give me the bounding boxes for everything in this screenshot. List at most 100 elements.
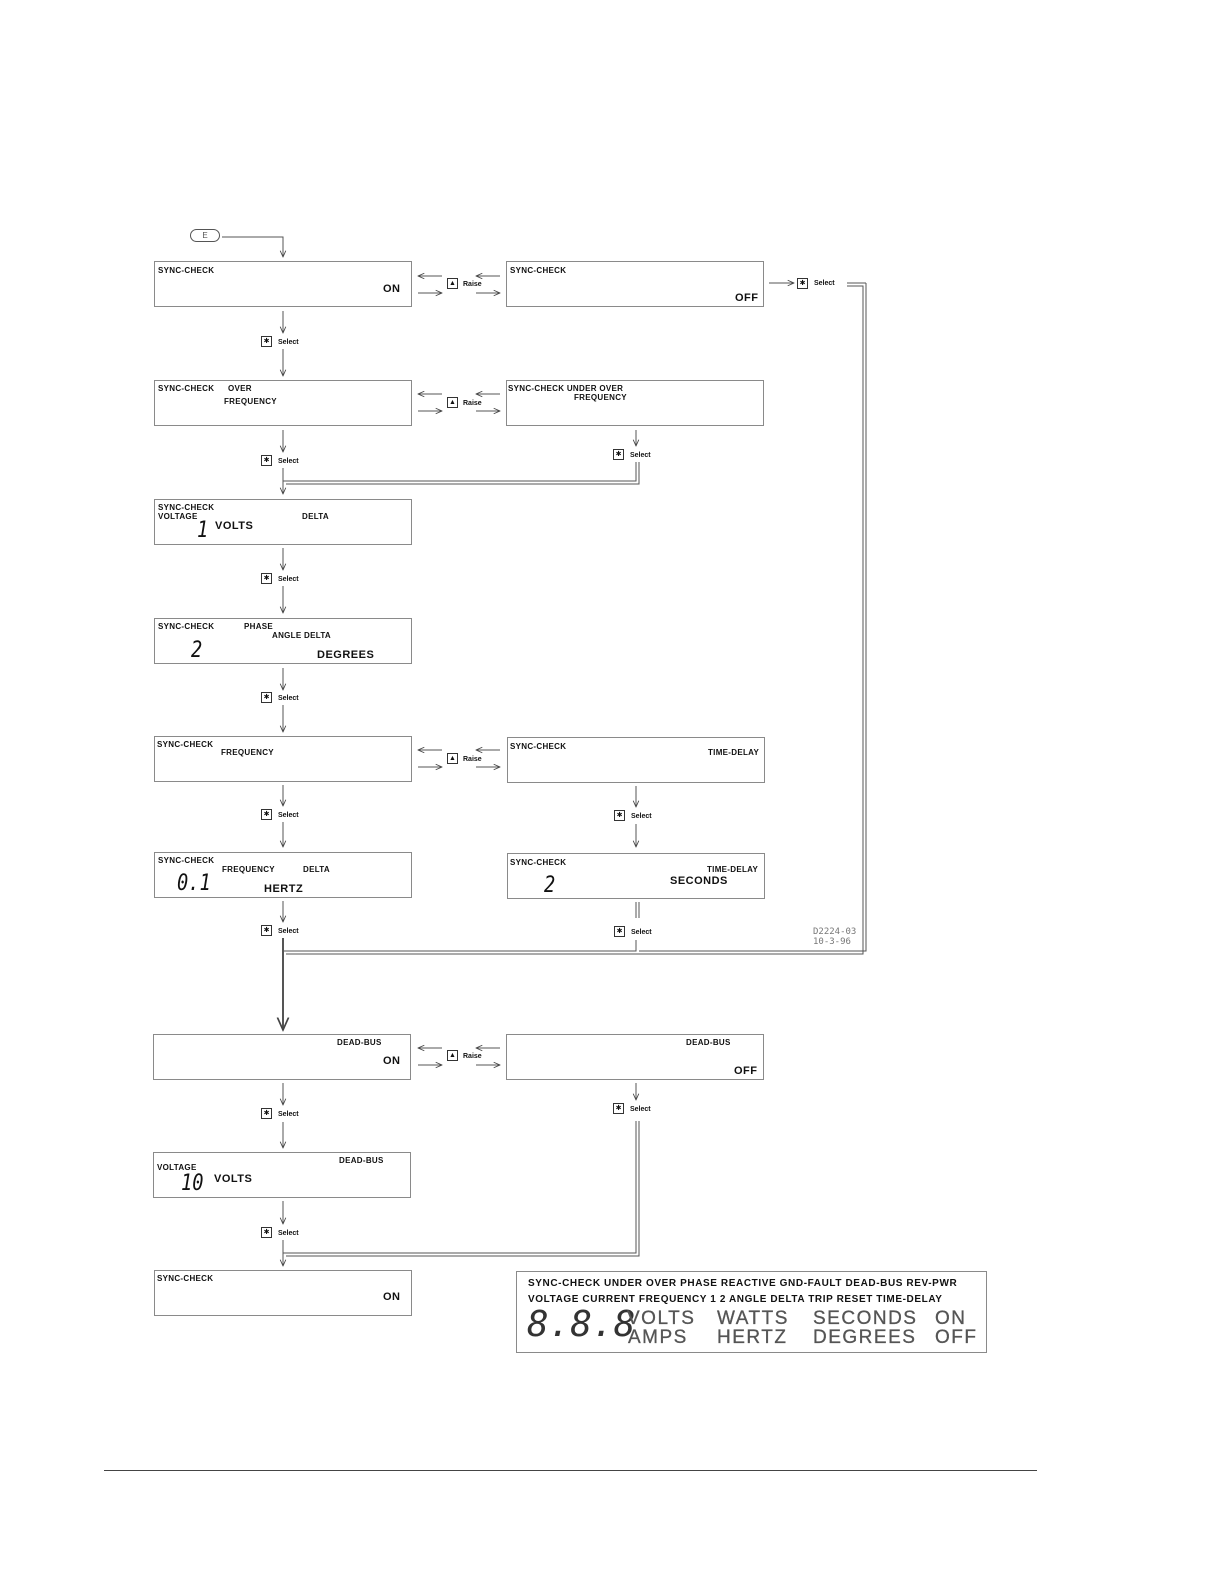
- legend-on: ON: [935, 1308, 967, 1329]
- display-voltage-delta: SYNC-CHECK VOLTAGE DELTA 1 VOLTS: [154, 499, 412, 545]
- display-line1: SYNC-CHECK UNDER OVER: [508, 384, 624, 393]
- display-syncheck-on: SYNC-CHECK ON: [154, 261, 412, 307]
- select-label: Select: [278, 812, 299, 819]
- legend-row1: SYNC-CHECK UNDER OVER PHASE REACTIVE GND…: [528, 1278, 958, 1289]
- display-line1: SYNC-CHECK: [510, 858, 567, 867]
- display-unit: VOLTS: [215, 520, 254, 532]
- display-syncheck-final-on: SYNC-CHECK ON: [154, 1270, 412, 1316]
- legend-volts: VOLTS: [627, 1308, 696, 1329]
- display-deadbus-voltage: VOLTAGE DEAD-BUS 10 VOLTS: [153, 1152, 411, 1198]
- display-state: OFF: [734, 1065, 758, 1077]
- drawing-number: D2224-03: [813, 927, 857, 937]
- display-unit: DEGREES: [317, 649, 375, 661]
- display-value: 10: [181, 1171, 204, 1196]
- select-label: Select: [278, 339, 299, 346]
- select-button-icon[interactable]: ✱: [261, 573, 272, 584]
- select-button-icon[interactable]: ✱: [613, 1103, 624, 1114]
- enter-key-icon[interactable]: E: [190, 229, 220, 242]
- raise-label: Raise: [463, 281, 482, 288]
- display-value: 2: [544, 873, 556, 898]
- display-line1: SYNC-CHECK: [510, 742, 567, 751]
- display-label: DEAD-BUS: [686, 1038, 731, 1047]
- display-line1: SYNC-CHECK: [158, 622, 215, 631]
- display-freq: FREQUENCY: [222, 865, 275, 874]
- raise-label: Raise: [463, 756, 482, 763]
- select-label: Select: [631, 929, 652, 936]
- legend-watts: WATTS: [717, 1308, 789, 1329]
- select-button-icon[interactable]: ✱: [261, 925, 272, 936]
- display-angle-delta: ANGLE DELTA: [272, 631, 331, 640]
- select-button-icon[interactable]: ✱: [614, 810, 625, 821]
- display-label: TIME-DELAY: [708, 748, 760, 757]
- raise-label: Raise: [463, 1053, 482, 1060]
- display-underover-frequency: SYNC-CHECK UNDER OVER FREQUENCY: [506, 380, 764, 426]
- select-button-icon[interactable]: ✱: [261, 809, 272, 820]
- display-phase: PHASE: [244, 622, 274, 631]
- legend-digits: 8.8.8: [527, 1304, 636, 1345]
- select-label: Select: [278, 576, 299, 583]
- display-state: ON: [383, 1291, 401, 1303]
- display-delta: DELTA: [303, 865, 330, 874]
- footer-rule: [104, 1470, 1037, 1471]
- display-label: DEAD-BUS: [339, 1156, 384, 1165]
- display-delta: DELTA: [302, 512, 329, 521]
- raise-button-icon[interactable]: ▲: [447, 397, 458, 408]
- select-button-icon[interactable]: ✱: [797, 278, 808, 289]
- display-unit: HERTZ: [264, 883, 304, 895]
- display-line1: SYNC-CHECK: [157, 740, 214, 749]
- display-label: TIME-DELAY: [707, 865, 759, 874]
- raise-label: Raise: [463, 400, 482, 407]
- select-label: Select: [278, 1111, 299, 1118]
- legend-amps: AMPS: [628, 1327, 688, 1348]
- legend-off: OFF: [935, 1327, 978, 1348]
- display-frequency: SYNC-CHECK FREQUENCY: [154, 736, 412, 782]
- legend-degrees: DEGREES: [813, 1327, 917, 1348]
- legend-seconds: SECONDS: [813, 1308, 918, 1329]
- display-segment-legend: SYNC-CHECK UNDER OVER PHASE REACTIVE GND…: [516, 1271, 987, 1353]
- display-line1: SYNC-CHECK: [510, 266, 567, 275]
- display-value: 0.1: [177, 871, 211, 896]
- select-button-icon[interactable]: ✱: [261, 336, 272, 347]
- display-line1: SYNC-CHECK: [157, 1274, 214, 1283]
- legend-hertz: HERTZ: [717, 1327, 788, 1348]
- select-label: Select: [630, 1106, 651, 1113]
- display-frequency-delta: SYNC-CHECK FREQUENCY DELTA 0.1 HERTZ: [154, 852, 412, 898]
- display-over-frequency: SYNC-CHECK OVER FREQUENCY: [154, 380, 412, 426]
- display-value: 2: [191, 638, 203, 663]
- display-value: 1: [197, 518, 209, 543]
- display-line2: VOLTAGE: [158, 512, 198, 521]
- raise-button-icon[interactable]: ▲: [447, 753, 458, 764]
- display-time-delay: SYNC-CHECK TIME-DELAY: [507, 737, 765, 783]
- display-line2: FREQUENCY: [574, 393, 627, 402]
- display-over: OVER: [228, 384, 252, 393]
- select-label: Select: [630, 452, 651, 459]
- raise-button-icon[interactable]: ▲: [447, 1050, 458, 1061]
- select-label: Select: [278, 458, 299, 465]
- legend-row2: VOLTAGE CURRENT FREQUENCY 1 2 ANGLE DELT…: [528, 1294, 943, 1305]
- select-button-icon[interactable]: ✱: [261, 692, 272, 703]
- select-button-icon[interactable]: ✱: [614, 926, 625, 937]
- display-deadbus-off: DEAD-BUS OFF: [506, 1034, 764, 1080]
- display-line2: VOLTAGE: [157, 1163, 197, 1172]
- display-time-delay-seconds: SYNC-CHECK TIME-DELAY 2 SECONDS: [507, 853, 765, 899]
- select-label: Select: [278, 928, 299, 935]
- select-button-icon[interactable]: ✱: [261, 1227, 272, 1238]
- select-button-icon[interactable]: ✱: [261, 455, 272, 466]
- select-label: Select: [631, 813, 652, 820]
- display-unit: VOLTS: [214, 1173, 253, 1185]
- display-state: OFF: [735, 292, 759, 304]
- display-line1: SYNC-CHECK: [158, 384, 215, 393]
- display-phase-angle: SYNC-CHECK PHASE ANGLE DELTA 2 DEGREES: [154, 618, 412, 664]
- select-label: Select: [278, 1230, 299, 1237]
- display-state: ON: [383, 283, 401, 295]
- display-syncheck-off: SYNC-CHECK OFF: [506, 261, 764, 307]
- select-button-icon[interactable]: ✱: [613, 449, 624, 460]
- raise-button-icon[interactable]: ▲: [447, 278, 458, 289]
- display-unit: SECONDS: [670, 875, 728, 887]
- display-state: ON: [383, 1055, 401, 1067]
- display-line1: SYNC-CHECK: [158, 266, 215, 275]
- select-label: Select: [814, 280, 835, 287]
- display-line1: SYNC-CHECK: [158, 503, 215, 512]
- select-button-icon[interactable]: ✱: [261, 1108, 272, 1119]
